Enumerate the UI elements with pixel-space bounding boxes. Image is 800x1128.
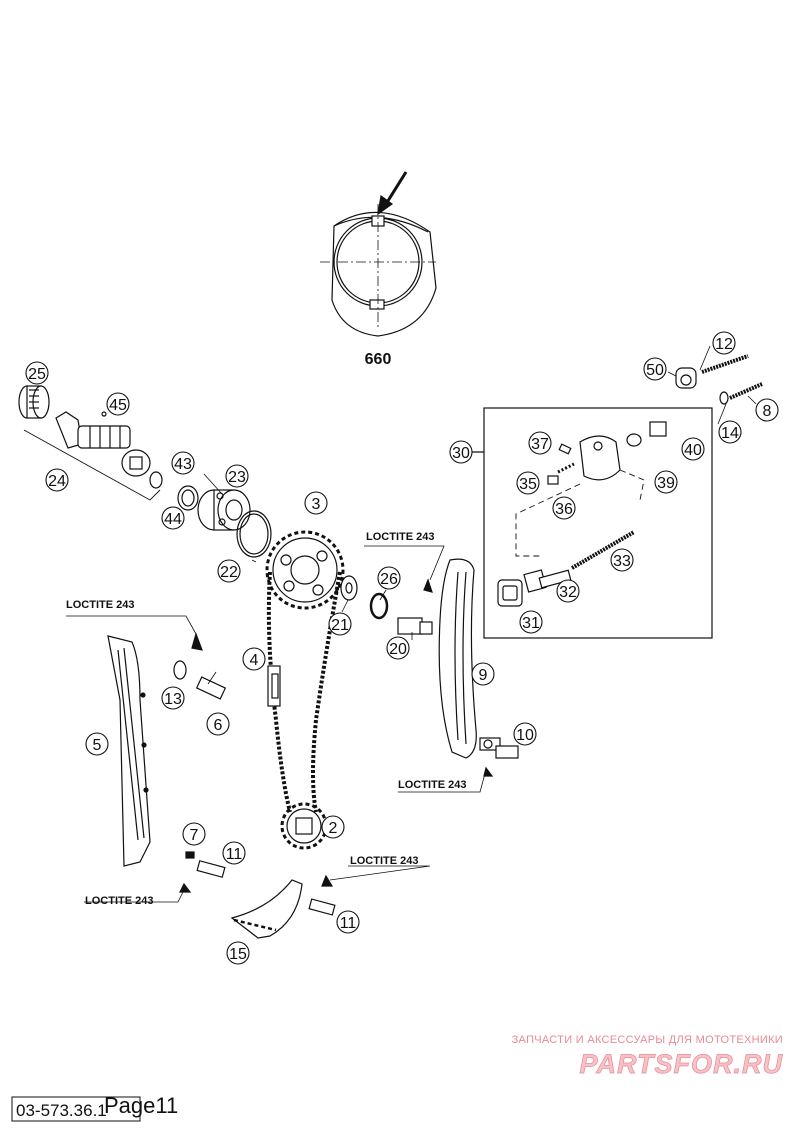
svg-text:25: 25 [28, 366, 46, 383]
callout-12: 12 [712, 331, 736, 355]
callout-30: 30 [449, 440, 473, 464]
tensioner-adjuster-parts [675, 354, 763, 405]
svg-text:10: 10 [516, 727, 534, 744]
svg-text:3: 3 [312, 496, 321, 513]
callout-39: 39 [654, 470, 678, 494]
svg-text:4: 4 [250, 652, 259, 669]
svg-text:40: 40 [684, 442, 702, 459]
svg-text:45: 45 [109, 397, 127, 414]
callout-37: 37 [528, 431, 552, 455]
svg-text:31: 31 [522, 615, 540, 632]
lower-guide-bracket [179, 851, 336, 939]
svg-text:8: 8 [763, 403, 772, 420]
svg-text:23: 23 [228, 469, 246, 486]
callout-43: 43 [171, 451, 195, 475]
callout-7: 7 [182, 822, 206, 846]
svg-text:20: 20 [389, 641, 407, 658]
svg-text:11: 11 [340, 915, 357, 932]
callout-25: 25 [25, 361, 49, 385]
callout-32: 32 [556, 579, 580, 603]
svg-text:15: 15 [229, 946, 247, 963]
chain-guide-rail [107, 635, 151, 867]
svg-text:2: 2 [329, 820, 338, 837]
watermark-subtitle: ЗАПЧАСТИ И АКСЕССУАРЫ ДЛЯ МОТОТЕХНИКИ [512, 1034, 783, 1046]
callout-50: 50 [643, 357, 667, 381]
sprocket-bolt [397, 617, 433, 635]
svg-text:24: 24 [48, 473, 66, 490]
callout-31: 31 [519, 610, 543, 634]
callout-45: 45 [106, 392, 130, 416]
callout-3: 3 [304, 491, 328, 515]
tensioner-assembly-box [462, 407, 713, 639]
loctite-label: LOCTITE 243 [85, 895, 153, 907]
svg-text:36: 36 [555, 501, 573, 518]
svg-text:22: 22 [220, 564, 238, 581]
callout-13: 13 [161, 686, 185, 710]
washer [340, 575, 358, 601]
loctite-label: LOCTITE 243 [398, 779, 466, 791]
camshaft-assembly [18, 385, 272, 558]
callout-8: 8 [755, 398, 779, 422]
page-code-box [11, 1096, 141, 1122]
callout-14: 14 [718, 420, 742, 444]
svg-text:14: 14 [721, 425, 739, 442]
callout-20: 20 [386, 636, 410, 660]
callout-6: 6 [206, 712, 230, 736]
svg-text:7: 7 [190, 827, 199, 844]
svg-text:32: 32 [559, 584, 577, 601]
callout-44: 44 [161, 506, 185, 530]
svg-text:5: 5 [93, 737, 102, 754]
oil-seal [369, 592, 389, 620]
svg-text:13: 13 [164, 691, 182, 708]
detail-view-660 [320, 171, 437, 337]
svg-text:26: 26 [380, 571, 398, 588]
tensioner-rail [423, 558, 519, 777]
leader-lines [66, 345, 757, 903]
callout-10: 10 [513, 722, 537, 746]
svg-text:21: 21 [331, 617, 349, 634]
svg-text:50: 50 [646, 362, 664, 379]
callout-15: 15 [226, 941, 250, 965]
timing-chain [266, 571, 342, 813]
svg-text:11: 11 [226, 846, 243, 863]
loctite-label: LOCTITE 243 [350, 855, 418, 867]
callout-22: 22 [217, 559, 241, 583]
svg-text:30: 30 [452, 445, 470, 462]
callout-40: 40 [681, 437, 705, 461]
svg-text:37: 37 [531, 436, 549, 453]
svg-text:6: 6 [214, 717, 223, 734]
loctite-label: LOCTITE 243 [66, 599, 134, 611]
page-number: Page11 [104, 1093, 178, 1118]
callout-23: 23 [225, 464, 249, 488]
callout-11b: 11 [336, 910, 360, 934]
svg-text:43: 43 [174, 456, 192, 473]
callout-21: 21 [328, 612, 352, 636]
svg-text:44: 44 [164, 511, 182, 528]
part-callouts: 3 2 4 5 6 7 8 9 10 11 11 12 13 14 15 20 … [25, 331, 779, 965]
callout-2: 2 [321, 815, 345, 839]
callout-5: 5 [85, 732, 109, 756]
svg-text:35: 35 [519, 476, 537, 493]
page-code: 03-573.36.1 [16, 1101, 107, 1120]
camshaft-sprocket [265, 530, 345, 610]
callout-9: 9 [471, 662, 495, 686]
callout-35: 35 [516, 471, 540, 495]
loctite-label: LOCTITE 243 [366, 531, 434, 543]
svg-text:33: 33 [613, 553, 631, 570]
crankshaft-sprocket [280, 802, 328, 850]
svg-text:39: 39 [657, 475, 675, 492]
watermark-brand: PARTSFOR.RU [579, 1049, 783, 1079]
callout-33: 33 [610, 548, 634, 572]
callout-11a: 11 [222, 841, 246, 865]
svg-text:12: 12 [715, 336, 733, 353]
detail-label: 660 [365, 351, 392, 368]
svg-text:9: 9 [479, 667, 488, 684]
callout-4: 4 [242, 647, 266, 671]
guide-pin [173, 632, 227, 700]
callout-24: 24 [45, 468, 69, 492]
callout-36: 36 [552, 496, 576, 520]
callout-26: 26 [377, 566, 401, 590]
